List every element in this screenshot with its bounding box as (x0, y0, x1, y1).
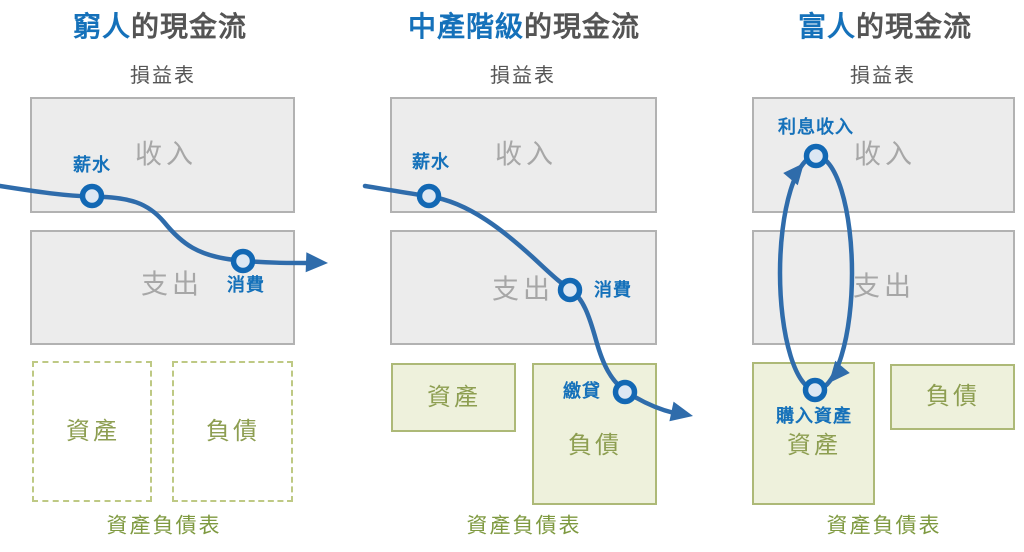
rich-liabilities-box (890, 364, 1015, 430)
poor-assets-box (32, 361, 152, 502)
middle-balance-sheet-label: 資產負債表 (466, 514, 582, 538)
rich-income-statement-label: 損益表 (850, 65, 916, 87)
poor-expense-label: 支出 (141, 269, 203, 300)
poor-liabilities-box (172, 361, 293, 502)
rich-title: 富人的現金流 (798, 13, 972, 41)
rich-expense-label: 支出 (853, 271, 915, 302)
middle-consume-label: 消費 (594, 280, 632, 300)
rich-balance-sheet-label: 資產負債表 (826, 514, 942, 538)
middle-title-highlight: 中產階級 (407, 11, 524, 42)
poor-balance-sheet-label: 資產負債表 (106, 514, 222, 538)
middle-liabilities-label: 負債 (568, 432, 622, 459)
middle-loan-label: 繳貸 (563, 381, 601, 401)
rich-liabilities-label: 負債 (926, 383, 980, 410)
poor-title-highlight: 窮人 (72, 11, 131, 42)
middle-title: 中產階級的現金流 (408, 13, 640, 41)
poor-title: 窮人的現金流 (73, 13, 247, 41)
poor-liabilities-label: 負債 (206, 418, 260, 445)
rich-assets-label: 資產 (787, 432, 841, 459)
poor-income-label: 收入 (135, 139, 197, 170)
poor-salary-label: 薪水 (73, 155, 111, 175)
rich-buy-assets-label: 購入資產 (776, 406, 852, 426)
middle-expense-label: 支出 (492, 274, 554, 305)
middle-income-label: 收入 (495, 139, 557, 170)
middle-assets-label: 資產 (427, 384, 481, 411)
rich-title-rest: 的現金流 (856, 11, 973, 42)
rich-title-highlight: 富人 (797, 11, 856, 42)
middle-salary-label: 薪水 (412, 152, 450, 172)
poor-title-rest: 的現金流 (131, 11, 248, 42)
middle-income-statement-label: 損益表 (490, 65, 556, 87)
poor-income-statement-label: 損益表 (130, 65, 196, 87)
rich-income-label: 收入 (854, 139, 916, 170)
rich-interest-income-label: 利息收入 (778, 117, 854, 137)
poor-assets-label: 資產 (66, 418, 120, 445)
poor-consume-label: 消費 (227, 275, 265, 295)
middle-title-rest: 的現金流 (524, 11, 641, 42)
